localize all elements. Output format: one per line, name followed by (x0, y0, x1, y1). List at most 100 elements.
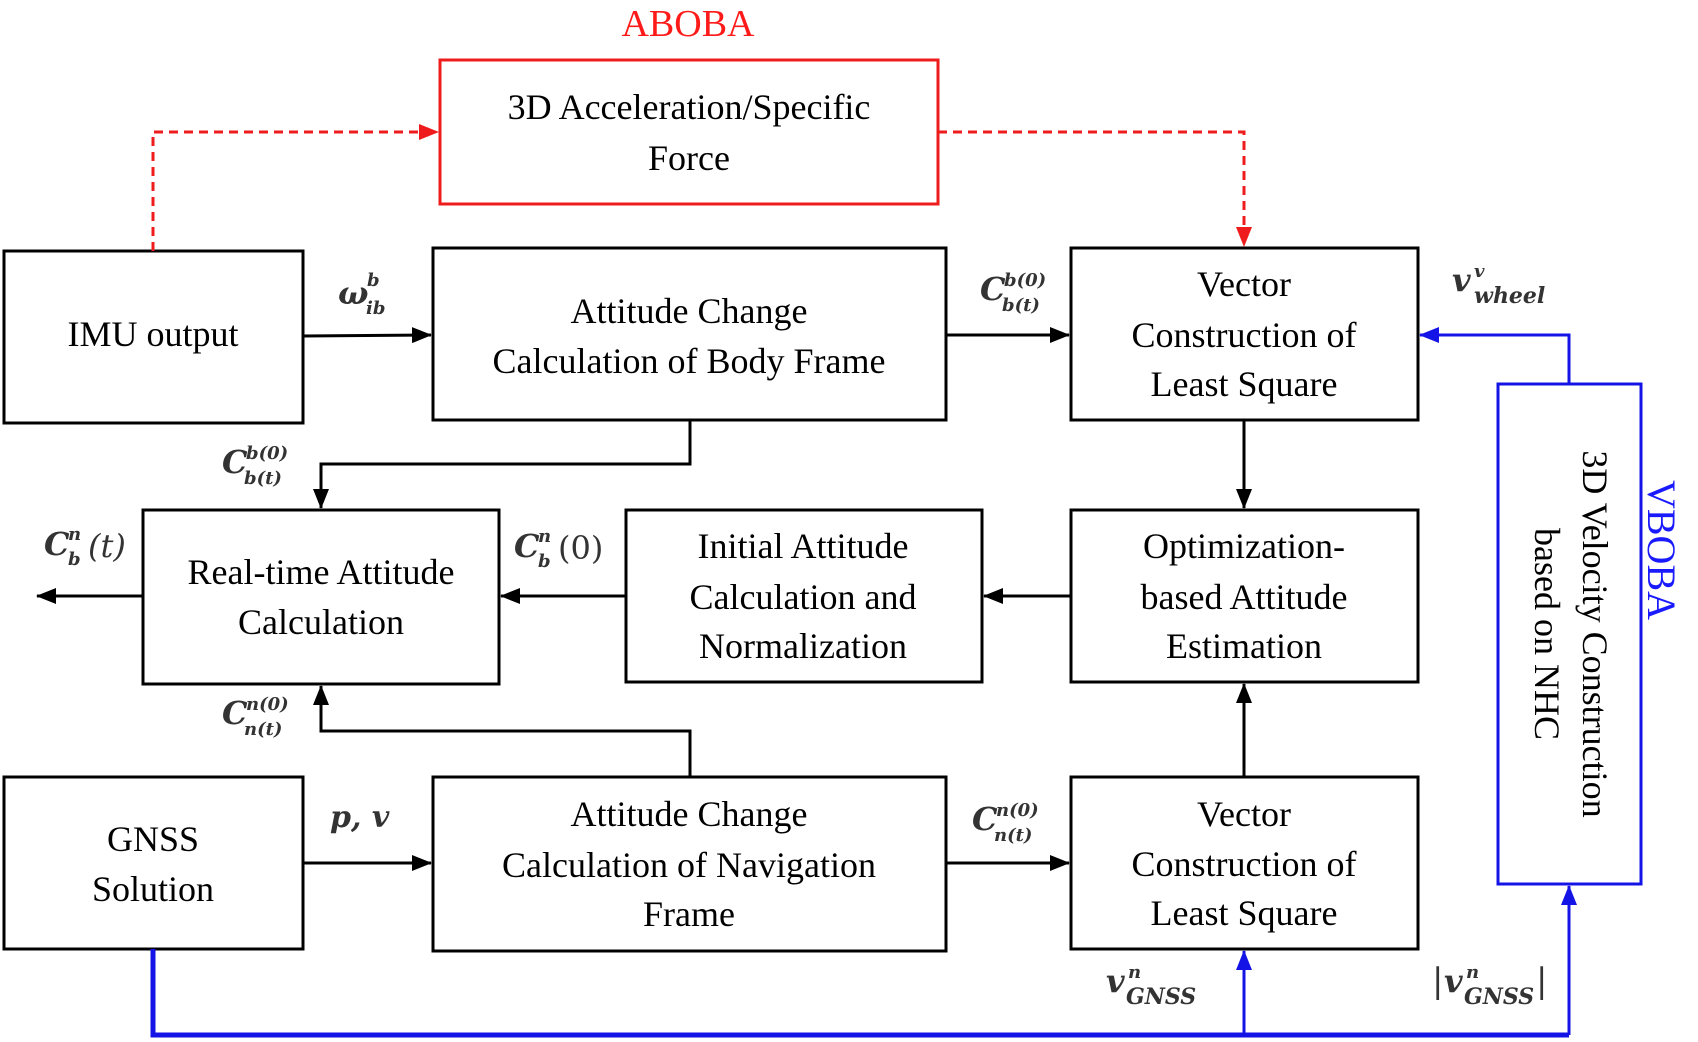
signal-c-n-b-t: C n b (t) (44, 524, 126, 570)
svg-text:n: n (68, 524, 81, 545)
svg-text:ω: ω (338, 274, 368, 312)
svg-text:v: v (1444, 962, 1463, 1000)
signal-c-b0-bt-top: C b(0) b(t) (980, 270, 1046, 316)
vector-bottom-line-3: Least Square (1151, 893, 1338, 933)
svg-text:b(t): b(t) (244, 468, 282, 489)
optimization-line-1: Optimization- (1143, 526, 1345, 566)
svg-text:C: C (972, 800, 998, 838)
imu-label: IMU output (68, 314, 239, 354)
signal-v-wheel: v v wheel (1452, 261, 1545, 309)
svg-text:b(t): b(t) (1002, 295, 1040, 316)
svg-text:v: v (1474, 261, 1485, 282)
vector-top-line-1: Vector (1197, 264, 1291, 304)
initial-line-1: Initial Attitude (698, 526, 909, 566)
attitude-nav-line-3: Frame (643, 894, 735, 934)
svg-text:C: C (44, 525, 70, 563)
initial-line-3: Normalization (699, 626, 907, 666)
svg-text:b(0): b(0) (246, 443, 288, 464)
gnss-line-2: Solution (92, 869, 214, 909)
svg-text:n(t): n(t) (994, 825, 1032, 846)
svg-text:n: n (1128, 962, 1141, 983)
attitude-nav-line-2: Calculation of Navigation (502, 845, 876, 885)
gnss-line-1: GNSS (107, 819, 199, 859)
svg-text:v: v (1452, 261, 1471, 299)
signal-v-gnss: v n GNSS (1106, 962, 1196, 1010)
arrow-imu-to-accel-dashed (151, 124, 439, 251)
svg-text:GNSS: GNSS (1126, 984, 1196, 1010)
signal-v-gnss-abs: | v n GNSS | (1432, 961, 1547, 1010)
svg-text:C: C (514, 527, 540, 565)
arrow-velocity-nhc-to-vector-top (1419, 327, 1571, 384)
signal-c-n-b-0: C n b (0) (514, 526, 603, 572)
svg-text:v: v (1106, 962, 1125, 1000)
svg-text:|: | (1432, 961, 1443, 1001)
vector-top-line-3: Least Square (1151, 364, 1338, 404)
vector-bottom-line-2: Construction of (1132, 844, 1357, 884)
signal-c-n0-nt-left: C n(0) n(t) (222, 694, 289, 740)
svg-text:3D Velocity Constructionbased: 3D Velocity Constructionbased on NHC (1527, 450, 1615, 817)
attitude-body-line-2: Calculation of Body Frame (493, 341, 886, 381)
optimization-line-3: Estimation (1166, 626, 1322, 666)
aboba-title: ABOBA (621, 3, 755, 45)
initial-line-2: Calculation and (690, 577, 917, 617)
svg-text:(t): (t) (88, 527, 126, 565)
vector-top-line-2: Construction of (1132, 315, 1357, 355)
vector-bottom-line-1: Vector (1197, 794, 1291, 834)
attitude-body-line-1: Attitude Change (571, 291, 808, 331)
svg-text:|: | (1536, 961, 1547, 1001)
realtime-line-1: Real-time Attitude (188, 552, 455, 592)
velocity-nhc-line-2: based on NHC (1527, 528, 1567, 740)
realtime-line-2: Calculation (238, 602, 404, 642)
signal-c-b0-bt-left: C b(0) b(t) (222, 443, 288, 489)
svg-text:IMU output: IMU output (68, 314, 239, 354)
signal-omega-ib-b: ω b ib (338, 270, 385, 319)
svg-text:wheel: wheel (1474, 283, 1545, 309)
svg-text:ib: ib (366, 298, 385, 319)
arrow-attitude-body-to-realtime (313, 420, 692, 509)
svg-text:n: n (538, 526, 551, 547)
svg-text:n: n (1466, 962, 1479, 983)
optimization-line-2: based Attitude (1141, 577, 1348, 617)
svg-text:GNSS: GNSS (1464, 984, 1534, 1010)
svg-text:C: C (980, 270, 1006, 308)
gnss-velocity-bus-line (150, 949, 1569, 1038)
vboba-title: VBOBA (1639, 480, 1684, 620)
arrow-attitude-nav-to-realtime (313, 685, 692, 777)
svg-text:(0): (0) (558, 529, 603, 567)
arrow-imu-to-attitude-body (302, 327, 432, 344)
svg-text:C: C (222, 694, 248, 732)
svg-text:p, v: p, v (330, 800, 390, 835)
velocity-nhc-line-1: 3D Velocity Construction (1575, 450, 1615, 817)
svg-text:b(0): b(0) (1004, 270, 1046, 291)
svg-text:b: b (367, 270, 380, 291)
svg-text:n(0): n(0) (246, 694, 289, 715)
attitude-nav-line-1: Attitude Change (571, 794, 808, 834)
svg-text:b: b (538, 551, 551, 572)
svg-text:n(t): n(t) (244, 719, 282, 740)
gnss-block: GNSS Solution (2, 775, 305, 951)
signal-c-n0-nt-bottom: C n(0) n(t) (972, 800, 1039, 846)
accel-line-2: Force (648, 138, 730, 178)
svg-text:b: b (68, 549, 81, 570)
signal-p-v: p, v (330, 800, 390, 835)
arrow-accel-to-vector-top-dashed (938, 130, 1252, 247)
imu-block: IMU output (2, 249, 305, 425)
svg-text:n(0): n(0) (996, 800, 1039, 821)
velocity-nhc-block: 3D Velocity Constructionbased on NHC (1496, 382, 1643, 886)
